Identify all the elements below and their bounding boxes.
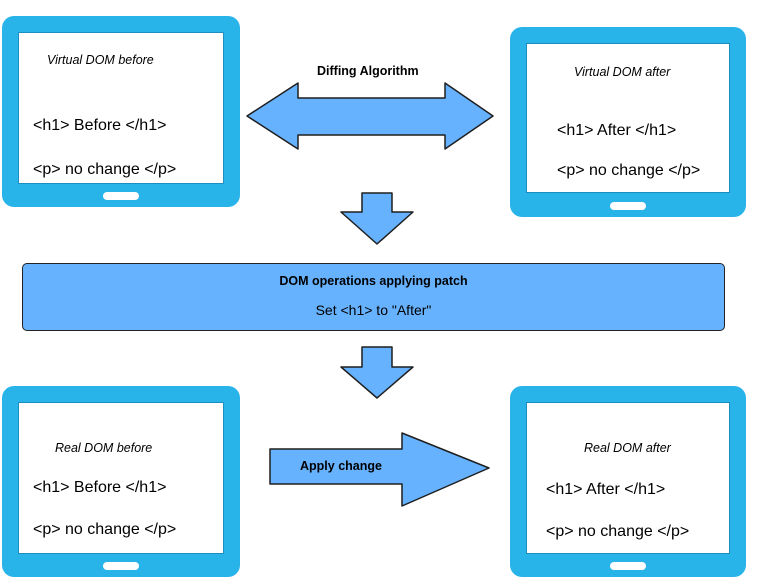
real-dom-after-p: <p> no change </p> [546, 523, 690, 540]
down-arrow-icon [340, 346, 414, 399]
real-dom-before-p: <p> no change </p> [33, 521, 177, 538]
screen-virtual-dom-before: Virtual DOM before <h1> Before </h1> <p>… [18, 32, 224, 184]
real-dom-before-h1: <h1> Before </h1> [33, 479, 167, 496]
screen-virtual-dom-after: Virtual DOM after <h1> After </h1> <p> n… [526, 43, 730, 193]
dom-operations-detail: Set <h1> to "After" [315, 302, 432, 318]
home-button-icon [103, 192, 139, 200]
virtual-dom-after-title: Virtual DOM after [574, 65, 671, 79]
dom-operations-title: DOM operations applying patch [279, 274, 468, 288]
virtual-dom-before-h1: <h1> Before </h1> [33, 117, 167, 134]
home-button-icon [610, 562, 646, 570]
real-dom-after-h1: <h1> After </h1> [546, 481, 666, 498]
screen-real-dom-after: Real DOM after <h1> After </h1> <p> no c… [526, 402, 730, 554]
diffing-algorithm-label: Diffing Algorithm [317, 64, 419, 78]
apply-change-label: Apply change [300, 459, 382, 473]
tablet-real-dom-after: Real DOM after <h1> After </h1> <p> no c… [510, 386, 746, 577]
virtual-dom-before-p: <p> no change </p> [33, 161, 177, 178]
tablet-virtual-dom-after: Virtual DOM after <h1> After </h1> <p> n… [510, 27, 746, 217]
home-button-icon [103, 562, 139, 570]
home-button-icon [610, 202, 646, 210]
diffing-double-arrow-icon [246, 82, 494, 150]
virtual-dom-after-p: <p> no change </p> [557, 162, 701, 179]
dom-operations-banner: DOM operations applying patch Set <h1> t… [22, 263, 725, 331]
virtual-dom-after-h1: <h1> After </h1> [557, 122, 677, 139]
down-arrow-icon [340, 192, 414, 245]
tablet-virtual-dom-before: Virtual DOM before <h1> Before </h1> <p>… [2, 16, 240, 207]
apply-change-arrow-icon [269, 432, 490, 507]
tablet-real-dom-before: Real DOM before <h1> Before </h1> <p> no… [2, 386, 240, 577]
screen-real-dom-before: Real DOM before <h1> Before </h1> <p> no… [18, 402, 224, 554]
virtual-dom-before-title: Virtual DOM before [47, 53, 154, 67]
real-dom-before-title: Real DOM before [55, 441, 153, 455]
real-dom-after-title: Real DOM after [584, 441, 671, 455]
